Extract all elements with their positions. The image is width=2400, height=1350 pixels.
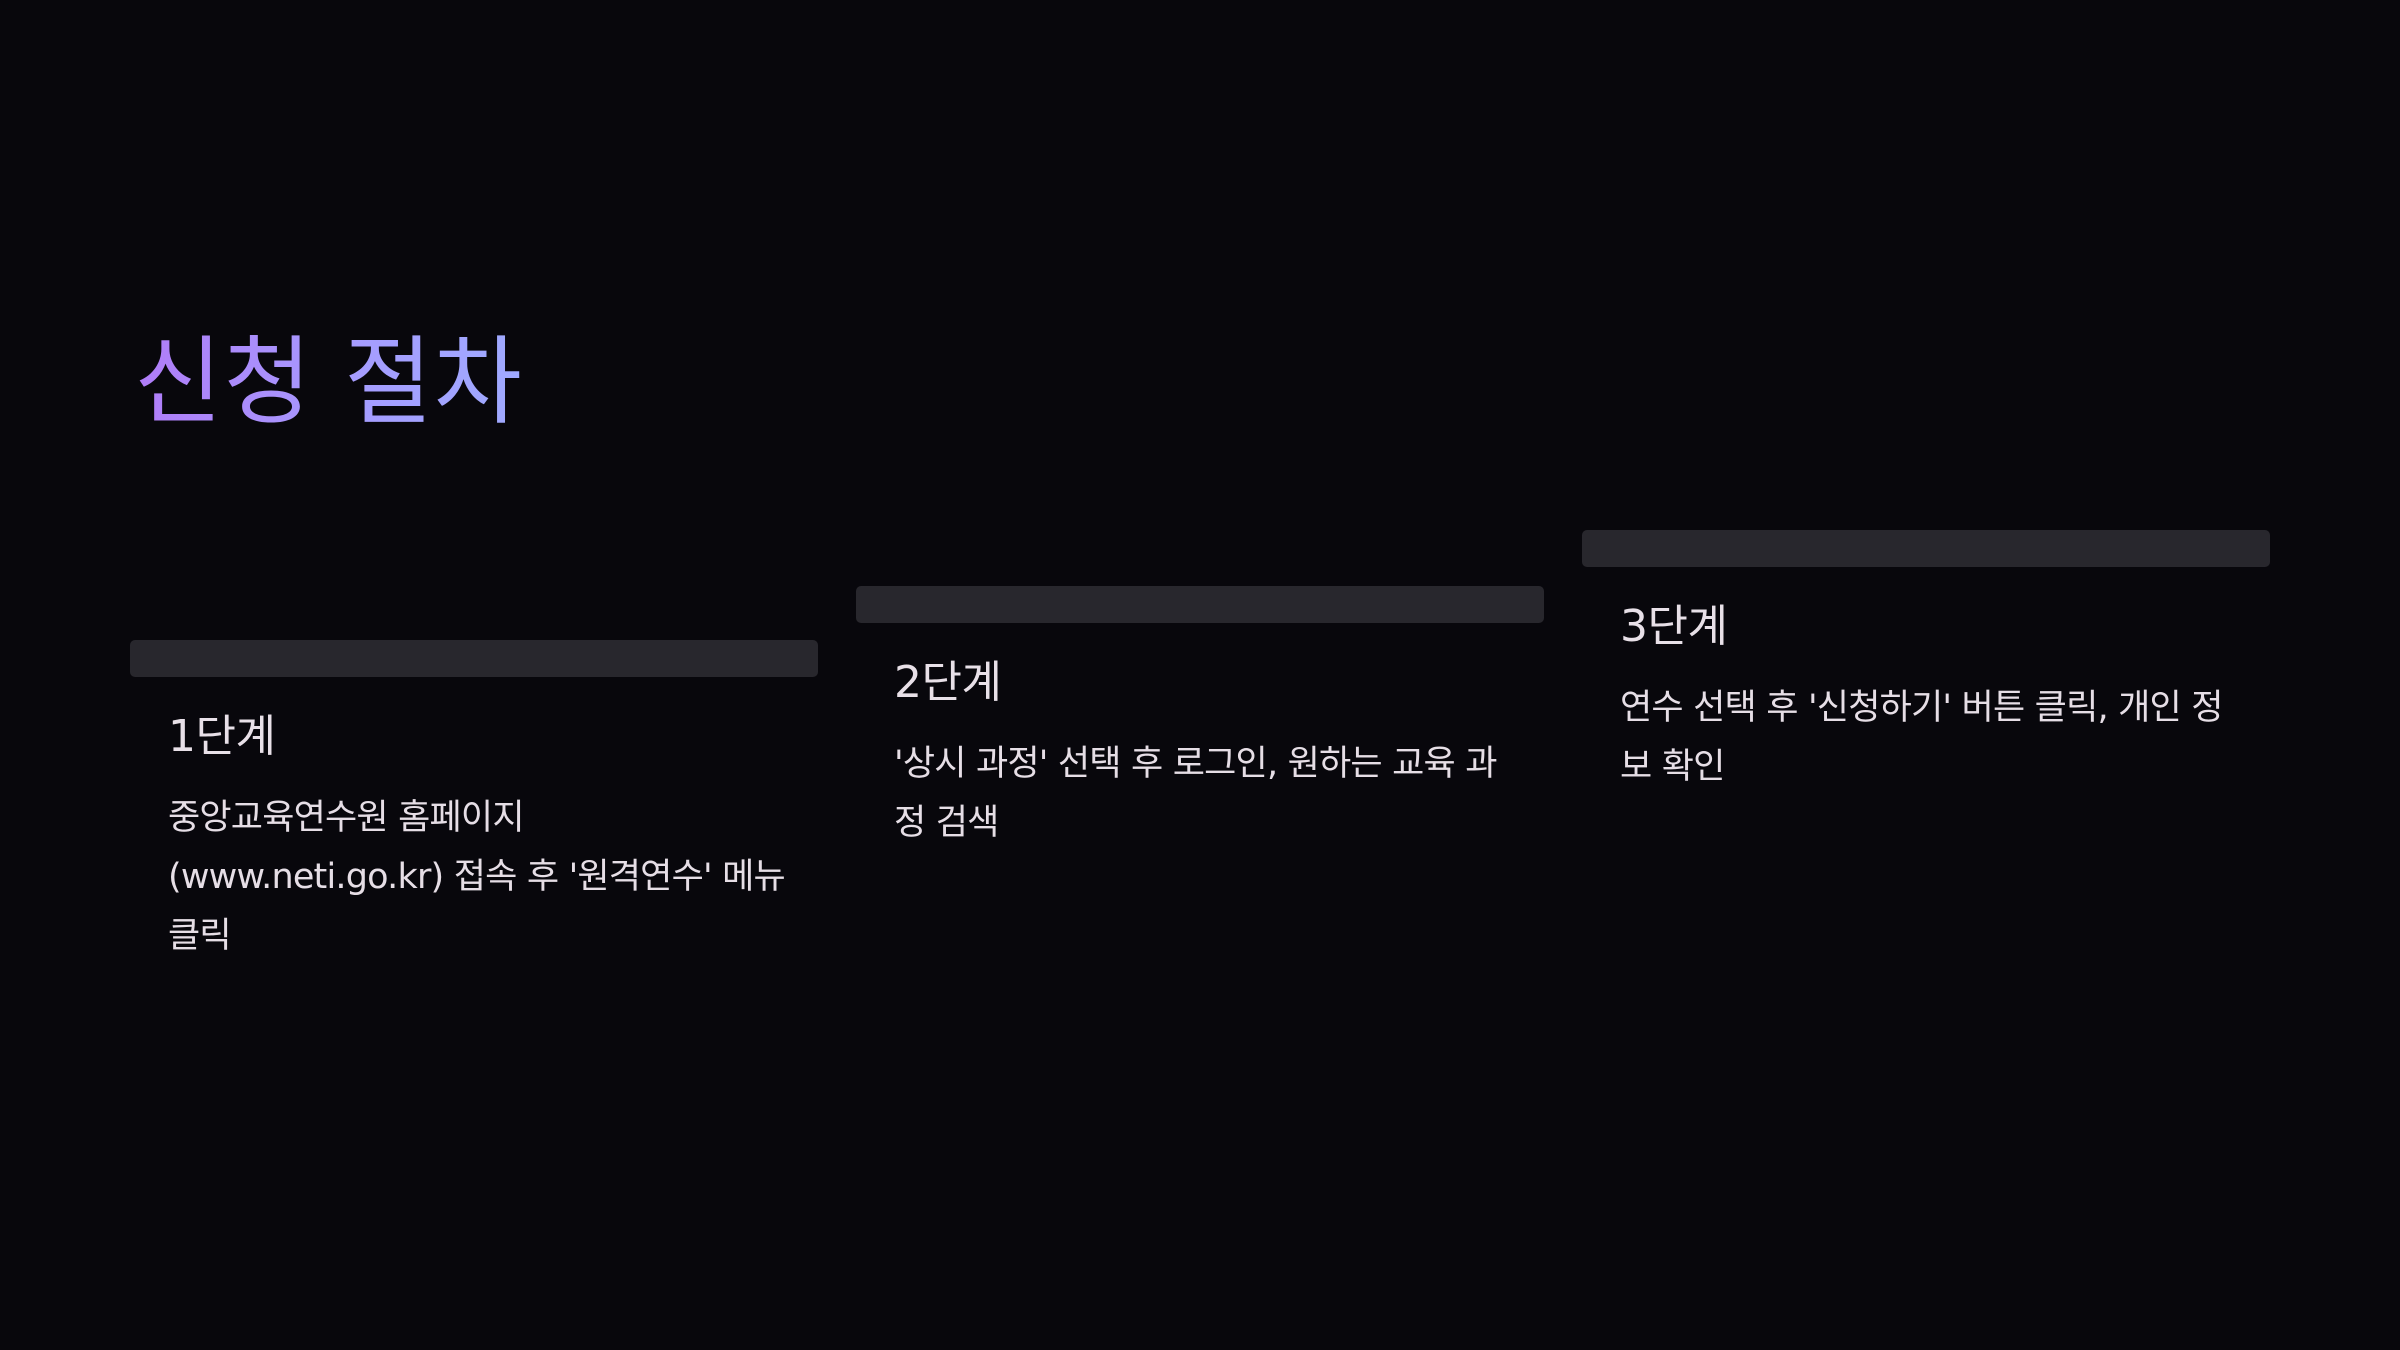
step-description: '상시 과정' 선택 후 로그인, 원하는 교육 과정 검색 [894,744,1497,843]
step-title: 2단계 [894,657,1002,708]
step-bar [856,586,1544,623]
step-description: 중앙교육연수원 홈페이지 (www.neti.go.kr) 접속 후 '원격연수… [168,798,786,956]
step-card-2: 2단계 '상시 과정' 선택 후 로그인, 원하는 교육 과정 검색 [856,586,1544,853]
step-card-3: 3단계 연수 선택 후 '신청하기' 버튼 클릭, 개인 정보 확인 [1582,530,2270,797]
step-title: 1단계 [168,711,276,762]
step-card-1: 1단계 중앙교육연수원 홈페이지 (www.neti.go.kr) 접속 후 '… [130,640,818,966]
step-description: 연수 선택 후 '신청하기' 버튼 클릭, 개인 정보 확인 [1620,688,2223,787]
step-body: 3단계 연수 선택 후 '신청하기' 버튼 클릭, 개인 정보 확인 [1582,597,2270,797]
step-bar [1582,530,2270,567]
step-bar [130,640,818,677]
slide-title: 신청 절차 [134,326,523,438]
step-body: 1단계 중앙교육연수원 홈페이지 (www.neti.go.kr) 접속 후 '… [130,707,818,966]
step-title: 3단계 [1620,601,1728,652]
step-body: 2단계 '상시 과정' 선택 후 로그인, 원하는 교육 과정 검색 [856,653,1544,853]
